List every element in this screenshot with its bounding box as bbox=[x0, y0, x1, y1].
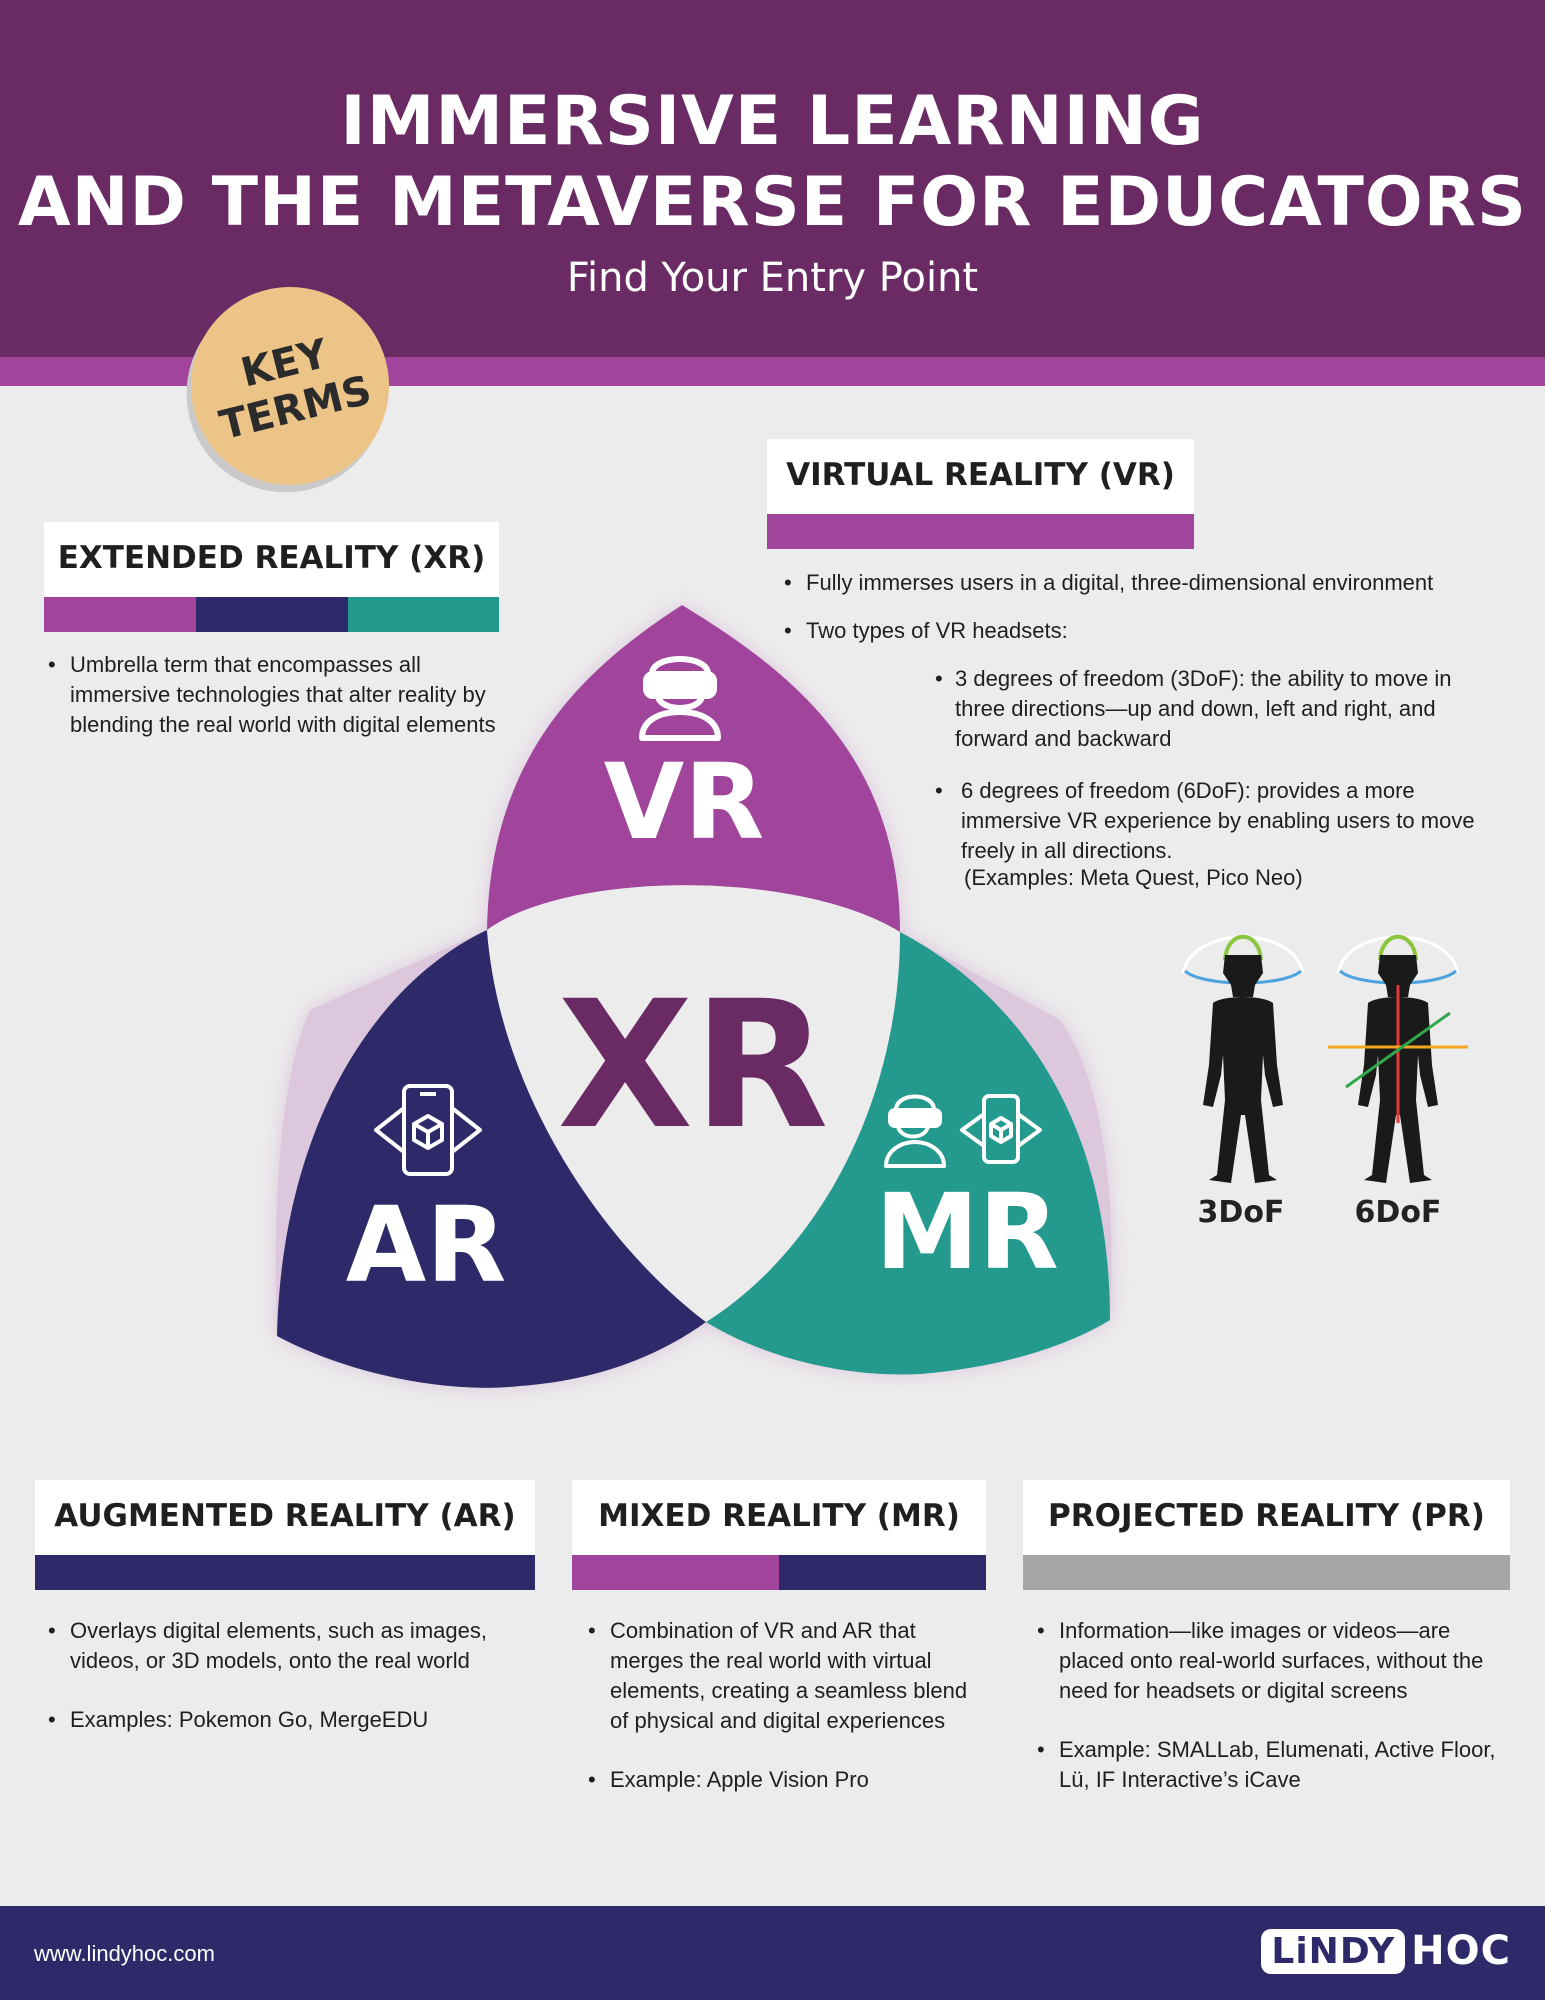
ar-label: AR bbox=[346, 1184, 507, 1306]
mr-bar-navy bbox=[779, 1555, 986, 1590]
logo-right: HOC bbox=[1411, 1928, 1511, 1974]
6dof-label: 6DoF bbox=[1355, 1195, 1442, 1230]
mr-card-header: MIXED REALITY (MR) bbox=[572, 1480, 986, 1555]
xr-title: EXTENDED REALITY (XR) bbox=[57, 540, 486, 576]
mr-bullets: Combination of VR and AR that merges the… bbox=[584, 1616, 984, 1824]
xr-bullets: Umbrella term that encompasses all immer… bbox=[44, 650, 514, 769]
3dof-silhouette-icon bbox=[1181, 934, 1305, 1183]
ar-petal bbox=[277, 930, 706, 1388]
vr-card-header: VIRTUAL REALITY (VR) bbox=[767, 439, 1194, 514]
xr-bullet-1: Umbrella term that encompasses all immer… bbox=[44, 650, 514, 740]
ar-bullets: Overlays digital elements, such as image… bbox=[44, 1616, 514, 1764]
xr-card-header: EXTENDED REALITY (XR) bbox=[44, 522, 499, 597]
vr-sub-bullet-2: 6 degrees of freedom (6DoF): provides a … bbox=[931, 776, 1491, 866]
page-title-line2: AND THE METAVERSE FOR EDUCATORS bbox=[17, 163, 1528, 242]
vr-bullet-1: Fully immerses users in a digital, three… bbox=[780, 568, 1510, 598]
logo-left: LiNDY bbox=[1261, 1928, 1406, 1974]
pr-card-header: PROJECTED REALITY (PR) bbox=[1023, 1480, 1510, 1555]
xr-label: XR bbox=[557, 963, 828, 1168]
mr-headset-phone-icon bbox=[884, 1094, 1042, 1168]
vr-headset-user-icon bbox=[639, 656, 721, 741]
xr-bar-teal bbox=[348, 597, 499, 632]
ar-bullet-1: Overlays digital elements, such as image… bbox=[44, 1616, 514, 1676]
xr-bar-purple bbox=[44, 597, 196, 632]
mr-label: MR bbox=[875, 1171, 1059, 1293]
ar-bullet-2: Examples: Pokemon Go, MergeEDU bbox=[44, 1705, 514, 1735]
xr-bar-navy bbox=[196, 597, 348, 632]
mr-bar-purple bbox=[572, 1555, 779, 1590]
mr-title: MIXED REALITY (MR) bbox=[598, 1498, 960, 1534]
footer-url[interactable]: www.lindyhoc.com bbox=[34, 1941, 215, 1966]
vr-examples: (Examples: Meta Quest, Pico Neo) bbox=[964, 865, 1303, 890]
vr-bullet-2: Two types of VR headsets: bbox=[780, 616, 1510, 646]
vr-bullets: Fully immerses users in a digital, three… bbox=[780, 568, 1510, 664]
ar-bar bbox=[35, 1555, 535, 1590]
xr-center bbox=[487, 885, 900, 1322]
vr-sub-bullets: 3 degrees of freedom (3DoF): the ability… bbox=[931, 664, 1491, 866]
vr-label: VR bbox=[604, 741, 765, 863]
mr-bullet-2: Example: Apple Vision Pro bbox=[584, 1765, 984, 1795]
6dof-silhouette-icon bbox=[1328, 934, 1468, 1183]
ar-card-header: AUGMENTED REALITY (AR) bbox=[35, 1480, 535, 1555]
pr-bullet-2: Example: SMALLab, Elumenati, Active Floo… bbox=[1033, 1735, 1515, 1795]
3dof-label: 3DoF bbox=[1198, 1195, 1285, 1230]
vr-sub-bullet-1: 3 degrees of freedom (3DoF): the ability… bbox=[931, 664, 1491, 754]
page-subtitle: Find Your Entry Point bbox=[566, 255, 979, 301]
page-title-line1: IMMERSIVE LEARNING bbox=[340, 82, 1205, 161]
pr-bar bbox=[1023, 1555, 1510, 1590]
pr-title: PROJECTED REALITY (PR) bbox=[1048, 1498, 1485, 1534]
ar-phone-cube-icon bbox=[374, 1084, 482, 1176]
mr-petal bbox=[706, 932, 1110, 1375]
pr-bullet-1: Information—like images or videos—are pl… bbox=[1033, 1616, 1515, 1706]
pr-bullets: Information—like images or videos—are pl… bbox=[1033, 1616, 1515, 1824]
vr-title: VIRTUAL REALITY (VR) bbox=[786, 457, 1175, 493]
dof-figures: 3DoF 6DoF bbox=[1181, 934, 1468, 1230]
vr-bar bbox=[767, 514, 1194, 549]
mr-bullet-1: Combination of VR and AR that merges the… bbox=[584, 1616, 984, 1736]
lindyhoc-logo: LiNDY HOC bbox=[1261, 1928, 1511, 1974]
ar-title: AUGMENTED REALITY (AR) bbox=[54, 1498, 516, 1534]
